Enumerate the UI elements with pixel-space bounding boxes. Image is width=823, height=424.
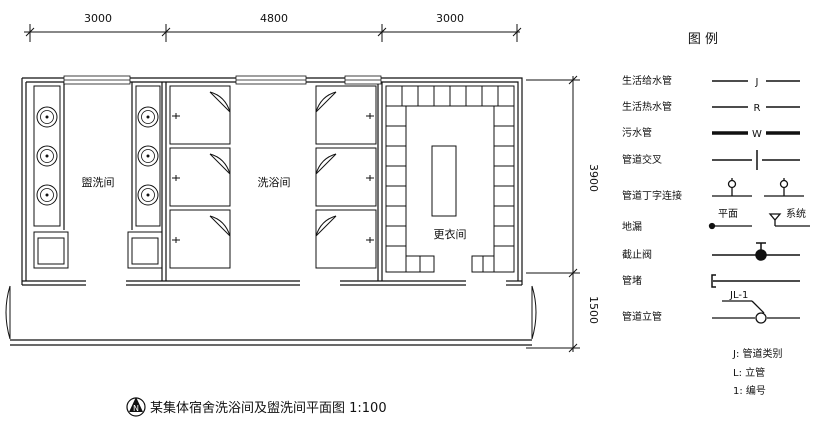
sink-bowl [40,110,54,124]
dim-top-2: 4800 [260,12,288,25]
legend-note-2: L: 立管 [733,366,765,379]
legend-label-tee: 管道丁字连接 [622,189,682,202]
sink-bowl [40,149,54,163]
room-label-changing: 更衣间 [434,227,467,241]
dim-right-2: 1500 [587,296,600,324]
legend-code-hotwater: R [754,103,761,114]
legend-heading: 图 例 [688,32,718,47]
top-dimension-chain [24,24,522,42]
room-label-washroom: 盥洗间 [82,176,115,189]
dim-top-1: 3000 [84,12,112,25]
mop-basins [33,231,163,269]
legend-label-crossing: 管道交叉 [622,153,662,166]
legend-sub-system: 系统 [786,207,806,220]
sink-drain [45,154,49,158]
legend-label-riser: 管道立管 [622,310,662,323]
legend-symbol-crossing [712,150,800,170]
legend-code-supply: J [755,77,759,88]
room-label-shower: 洗浴间 [258,176,291,189]
sink-drain [146,115,150,119]
sink-group [36,106,159,206]
sink-drain [45,193,49,197]
legend-note-1: J: 管道类别 [732,347,783,360]
sink-bowl [141,188,155,202]
sink-bowl [141,149,155,163]
sink-bowl [141,110,155,124]
legend-label-hotwater: 生活热水管 [622,100,672,113]
legend-symbol-valve [712,242,800,261]
dim-top-3: 3000 [436,12,464,25]
shower-stalls [169,85,377,269]
drawing-title: 某集体宿舍洗浴间及盥洗间平面图 1:100 [150,400,387,416]
dim-right-1: 3900 [587,164,600,192]
legend-label-valve: 截止阀 [622,248,652,261]
right-dimension-chain [526,75,580,353]
legend-labels: 生活给水管 生活热水管 污水管 管道交叉 管道丁字连接 地漏 截止阀 管堵 管道… [622,74,682,323]
legend-symbol-tee [712,178,804,197]
legend-label-drain: 地漏 [622,220,642,233]
legend-symbol-riser [712,300,800,324]
legend-label-plug: 管堵 [622,274,642,287]
legend-riser-tag: JL-1 [729,290,748,301]
legend-label-sewage: 污水管 [622,126,652,139]
legend-code-sewage: W [752,129,762,140]
legend-note-3: 1: 编号 [733,384,766,397]
building-walls [10,77,532,346]
north-mark-icon: N [126,397,146,417]
legend-symbol-plug [711,274,800,288]
legend-label-supply: 生活给水管 [622,74,672,87]
corridor-end-doors [5,285,537,340]
windows [63,75,382,85]
sink-drain [45,115,49,119]
legend-symbol-drain [708,213,810,230]
sink-drain [146,193,150,197]
legend-sub-plan: 平面 [718,209,738,220]
changing-lockers [385,85,515,273]
north-mark-letter: N [133,404,139,413]
sink-drain [146,154,150,158]
sink-bowl [40,188,54,202]
